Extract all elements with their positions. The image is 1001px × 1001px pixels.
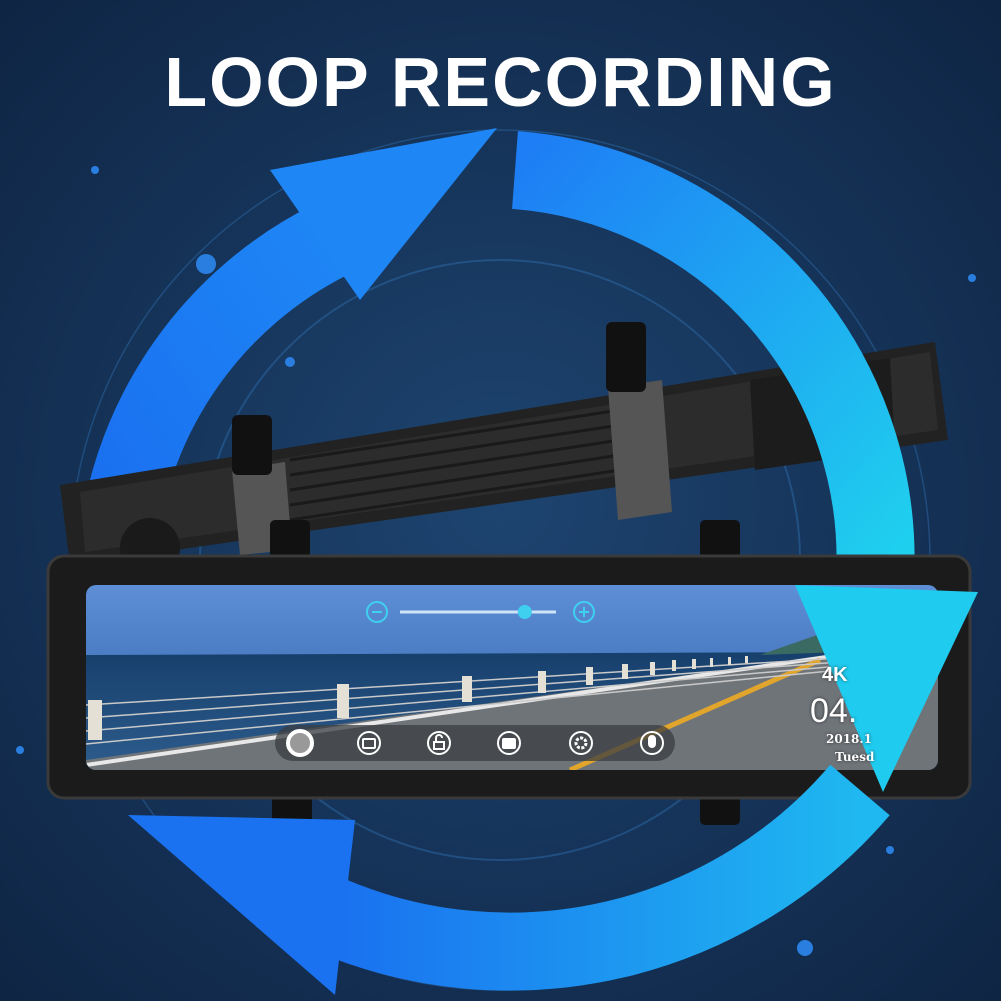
zoom-slider[interactable] [366, 601, 595, 623]
loop-arrow-bottom [128, 764, 890, 995]
zoom-slider-knob[interactable] [517, 605, 532, 619]
mirror-front [46, 520, 972, 825]
loop-arrow-right-band [511, 131, 915, 583]
camera-icon[interactable] [357, 731, 381, 755]
microphone-icon[interactable] [640, 731, 664, 755]
background-dots [16, 166, 976, 956]
record-icon[interactable] [286, 729, 314, 757]
clock-date: 2018.1 [826, 732, 872, 746]
settings-icon[interactable] [569, 731, 593, 755]
photo-icon[interactable] [497, 731, 521, 755]
clock-weekday: Tuesd [835, 750, 875, 764]
loop-arrow-right-head [795, 585, 978, 792]
zoom-out-icon[interactable] [366, 601, 388, 623]
screen-toolbar [275, 725, 675, 761]
zoom-in-icon[interactable] [573, 601, 595, 623]
resolution-badge: 4K [822, 664, 848, 686]
lock-icon[interactable] [427, 731, 451, 755]
page-title: LOOP RECORDING [164, 43, 837, 121]
clock-time: 04. [810, 692, 858, 730]
